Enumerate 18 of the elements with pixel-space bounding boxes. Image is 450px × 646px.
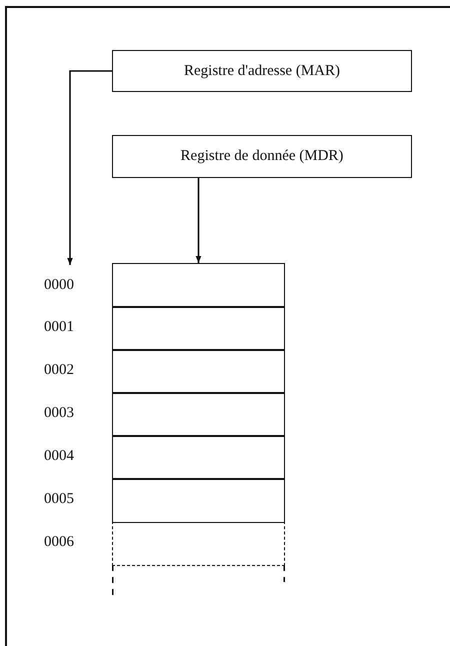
arrow [196,178,202,263]
address-label: 0005 [44,490,75,509]
address-label: 0002 [44,361,75,380]
memory-cell [112,306,285,350]
address-label: 0004 [44,447,75,466]
memory-cell [112,263,285,308]
address-label: 0003 [44,404,75,423]
memory-cell [112,521,285,566]
memory-cell [112,478,285,522]
register-box: Registre d'adresse (MAR) [112,50,412,92]
register-box: Registre de donnée (MDR) [112,135,412,178]
address-label: 0001 [44,318,75,337]
address-label: 0006 [44,533,75,552]
address-label: 0000 [44,265,98,305]
memory-cell [112,349,285,394]
memory-cell [112,392,285,436]
arrow [67,70,112,265]
memory-cell [112,435,285,480]
